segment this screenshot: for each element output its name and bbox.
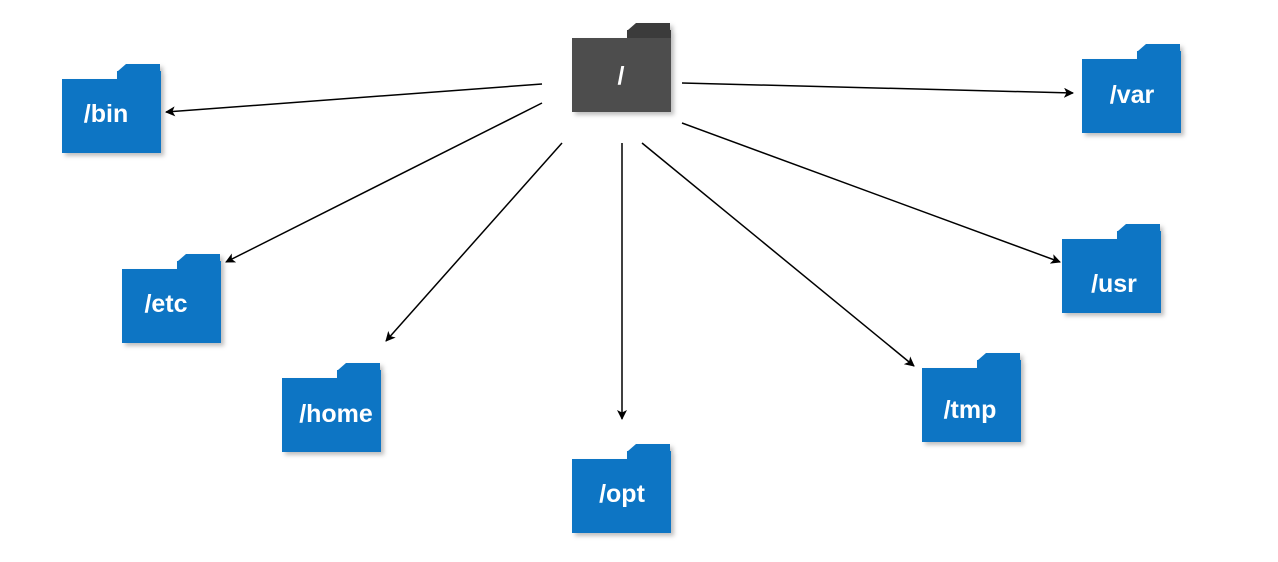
folder-top-strip — [337, 370, 381, 378]
folder-body — [62, 79, 161, 153]
folder-tmp[interactable] — [922, 353, 1021, 442]
folder-home[interactable] — [282, 363, 381, 452]
folder-top-strip — [1117, 231, 1161, 239]
folder-top-strip — [1137, 51, 1181, 59]
edge-root-bin — [165, 83, 543, 117]
folder-top-strip — [977, 360, 1021, 368]
folder-opt[interactable] — [572, 444, 671, 533]
folder-label-root: / — [618, 62, 625, 90]
folder-body — [1062, 239, 1161, 313]
folder-body — [1082, 59, 1181, 133]
folder-tab — [1118, 224, 1160, 231]
folder-tab — [978, 353, 1020, 360]
folder-usr[interactable] — [1062, 224, 1161, 313]
folder-label-usr: /usr — [1091, 270, 1137, 298]
folder-tab — [338, 363, 380, 370]
folder-label-bin: /bin — [84, 100, 128, 128]
folder-var[interactable] — [1082, 44, 1181, 133]
folder-tab — [628, 444, 670, 451]
folder-body — [572, 459, 671, 533]
edge-root-tmp — [641, 142, 915, 367]
folder-label-opt: /opt — [599, 480, 645, 508]
folder-root[interactable] — [572, 23, 671, 112]
folder-body — [922, 368, 1021, 442]
edge-root-var — [681, 82, 1074, 98]
folder-top-strip — [177, 261, 221, 269]
folder-tab — [1138, 44, 1180, 51]
folder-tab — [628, 23, 670, 30]
folder-body — [122, 269, 221, 343]
folder-label-tmp: /tmp — [944, 396, 997, 424]
folder-top-strip — [627, 30, 671, 38]
folder-bin[interactable] — [62, 64, 161, 153]
edge-root-etc — [225, 102, 543, 263]
folder-etc[interactable] — [122, 254, 221, 343]
folder-body — [572, 38, 671, 112]
folder-label-etc: /etc — [144, 290, 187, 318]
folder-tab — [118, 64, 160, 71]
folder-label-home: /home — [299, 400, 373, 428]
folder-tab — [178, 254, 220, 261]
folder-label-var: /var — [1110, 81, 1155, 109]
edges — [165, 82, 1074, 420]
folder-body — [282, 378, 381, 452]
edge-root-usr — [681, 122, 1061, 264]
folder-top-strip — [627, 451, 671, 459]
edge-root-home — [385, 142, 563, 342]
folder-top-strip — [117, 71, 161, 79]
